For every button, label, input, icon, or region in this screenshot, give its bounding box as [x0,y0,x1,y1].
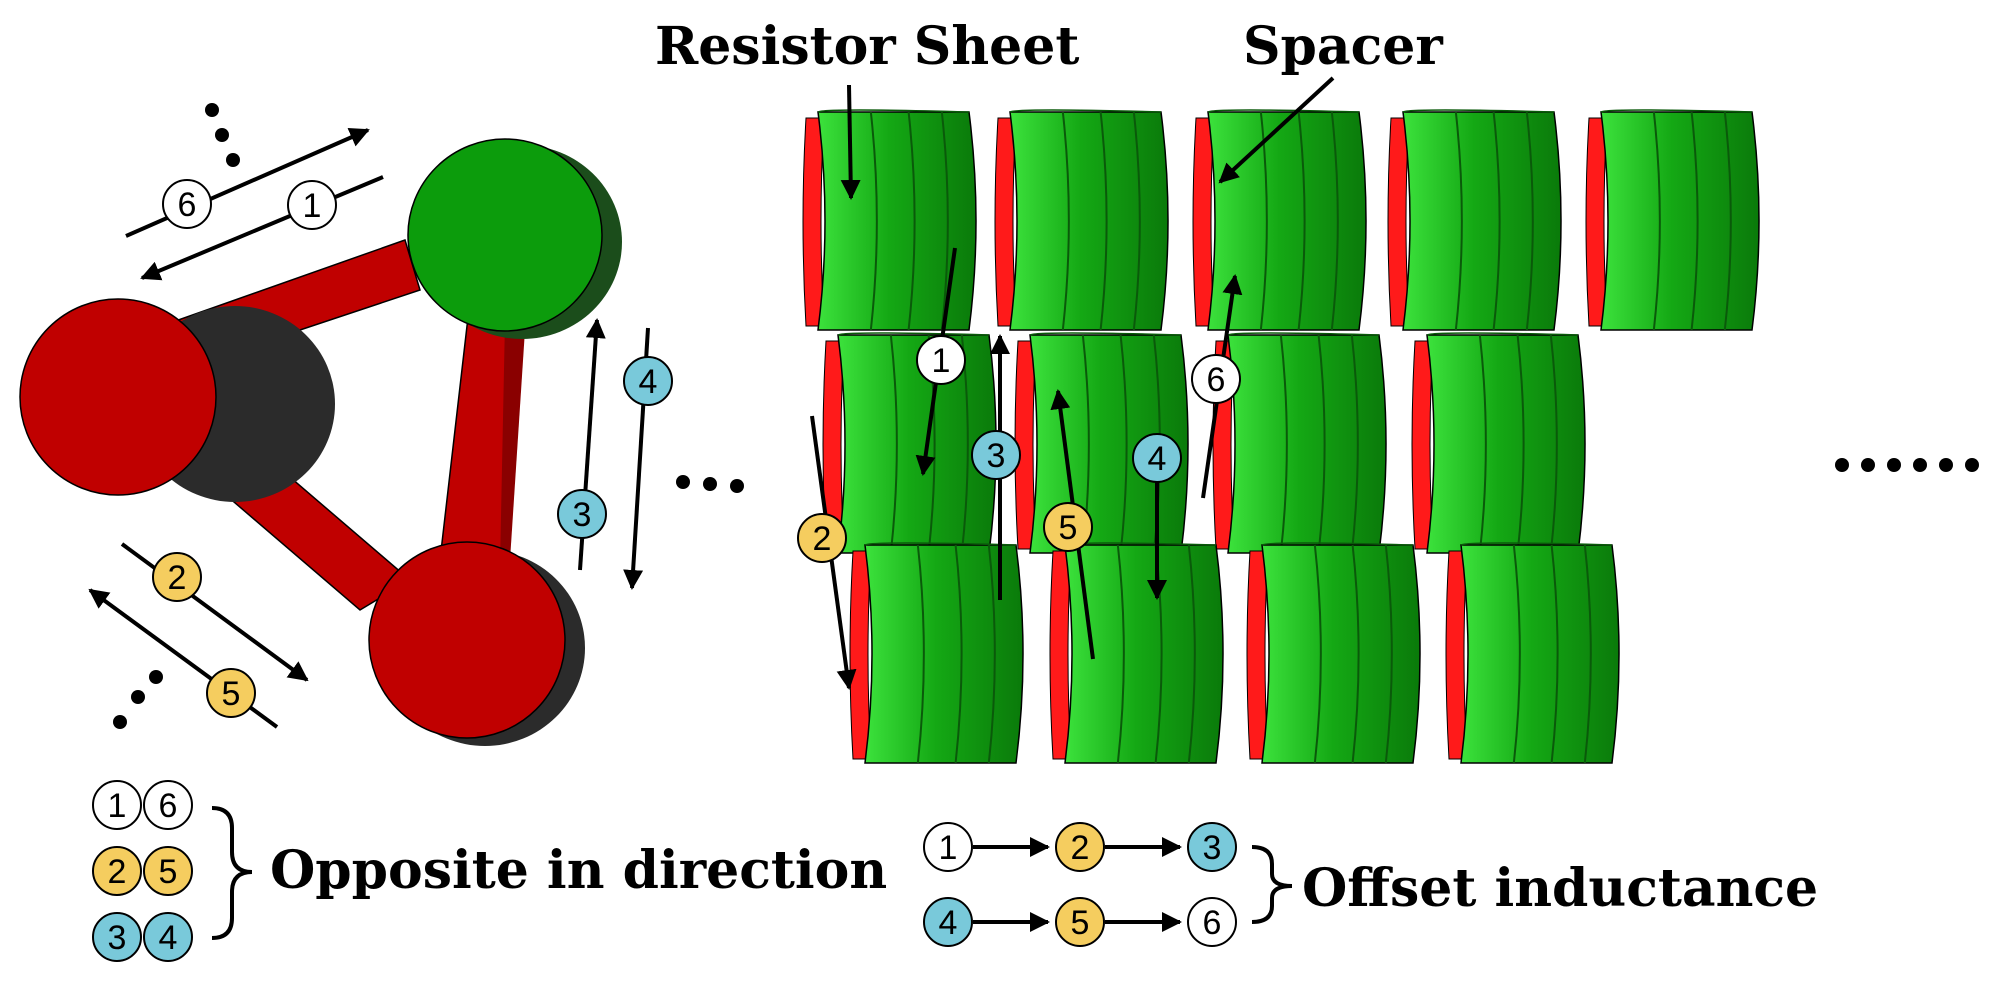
legend-offset: 1 2 3 4 5 6 Offset inductance [923,822,1818,947]
marker-5-left-label: 5 [222,675,241,713]
coil-marker-3-label: 3 [987,437,1006,475]
marker-1-left-label: 1 [303,187,322,225]
chain-marker-5 [1055,897,1105,947]
ellipsis-right [1835,458,1979,472]
resistor-sheet-label: Resistor Sheet [655,16,1079,77]
legend-marker-4-label: 4 [159,919,178,957]
disc-red-bottom [368,541,566,739]
spacer-label: Spacer [1243,16,1443,77]
arrow-6 [125,128,370,238]
coil-marker-4 [1132,433,1182,483]
coil-marker-5 [1043,502,1093,552]
legend-opposite: 1 6 2 5 3 4 Opposite in direction [92,780,887,962]
coil-marker-6-label: 6 [1207,361,1226,399]
chain-marker-3-label: 3 [1203,829,1222,867]
coil-annotations: 1 3 2 5 4 6 [797,76,1979,690]
marker-5-left [206,668,256,718]
coil-stack [1387,109,1562,331]
offset-label: Offset inductance [1302,858,1818,919]
coil-stack [1192,109,1367,331]
chain-marker-6 [1187,897,1237,947]
chain-marker-2 [1055,822,1105,872]
coil-marker-6 [1191,354,1241,404]
disc-red-left [19,298,217,496]
arrow-1 [140,175,384,281]
legend-marker-6-label: 6 [159,787,178,825]
legend-marker-1 [92,780,142,830]
legend-marker-2 [92,846,142,896]
coil-stack [1246,542,1421,764]
coil-marker-1 [916,335,966,385]
marker-3-left [557,489,607,539]
coil-marker-5-label: 5 [1059,509,1078,547]
chain-marker-4 [923,897,973,947]
coil-marker-4-label: 4 [1148,440,1167,478]
ellipsis-left-top [205,103,240,167]
coil-stack [802,109,977,331]
coil-stack [994,109,1169,331]
coil-marker-3 [971,430,1021,480]
legend-marker-3-label: 3 [108,919,127,957]
coil-stack [849,542,1024,764]
legend-brace-left [211,806,253,940]
marker-4-left [623,356,673,406]
spacer-pointer [1218,76,1335,184]
chain-marker-4-label: 4 [939,904,958,942]
legend-marker-2-label: 2 [108,853,127,891]
legend-marker-3 [92,912,142,962]
chain-marker-6-label: 6 [1203,904,1222,942]
coil-stack [1212,332,1387,554]
disc-green [407,138,603,332]
coil-marker-2-label: 2 [813,520,832,558]
coil-array [802,109,1760,764]
chain-marker-1-label: 1 [939,829,958,867]
coil-marker-1-label: 1 [932,342,951,380]
chain-marker-3 [1187,822,1237,872]
coil-marker-2 [797,513,847,563]
coil-stack [1445,542,1620,764]
legend-marker-4 [143,912,193,962]
chain-marker-5-label: 5 [1071,904,1090,942]
triangle-arrangement: 1 6 4 3 2 5 [19,103,744,746]
legend-marker-5-label: 5 [159,853,178,891]
marker-2-left-label: 2 [168,559,187,597]
coil-stack [1049,542,1224,764]
marker-1-left [287,180,337,230]
marker-6-left [162,179,212,229]
legend-marker-5 [143,846,193,896]
opposite-label: Opposite in direction [270,840,887,901]
ellipsis-middle [676,475,744,493]
marker-3-left-label: 3 [573,496,592,534]
chain-marker-1 [923,822,973,872]
legend-brace-right [1251,845,1293,924]
marker-6-left-label: 6 [178,186,197,224]
ellipsis-left-bottom [113,670,163,729]
marker-2-left [152,552,202,602]
coil-stack [1585,109,1760,331]
arrow-2 [120,542,309,682]
legend-marker-6 [143,780,193,830]
legend-marker-1-label: 1 [108,787,127,825]
marker-4-left-label: 4 [639,363,658,401]
coil-stack [822,332,997,554]
resistor-sheet-pointer [840,84,861,200]
chain-marker-2-label: 2 [1071,829,1090,867]
coil-stack [1411,332,1586,554]
